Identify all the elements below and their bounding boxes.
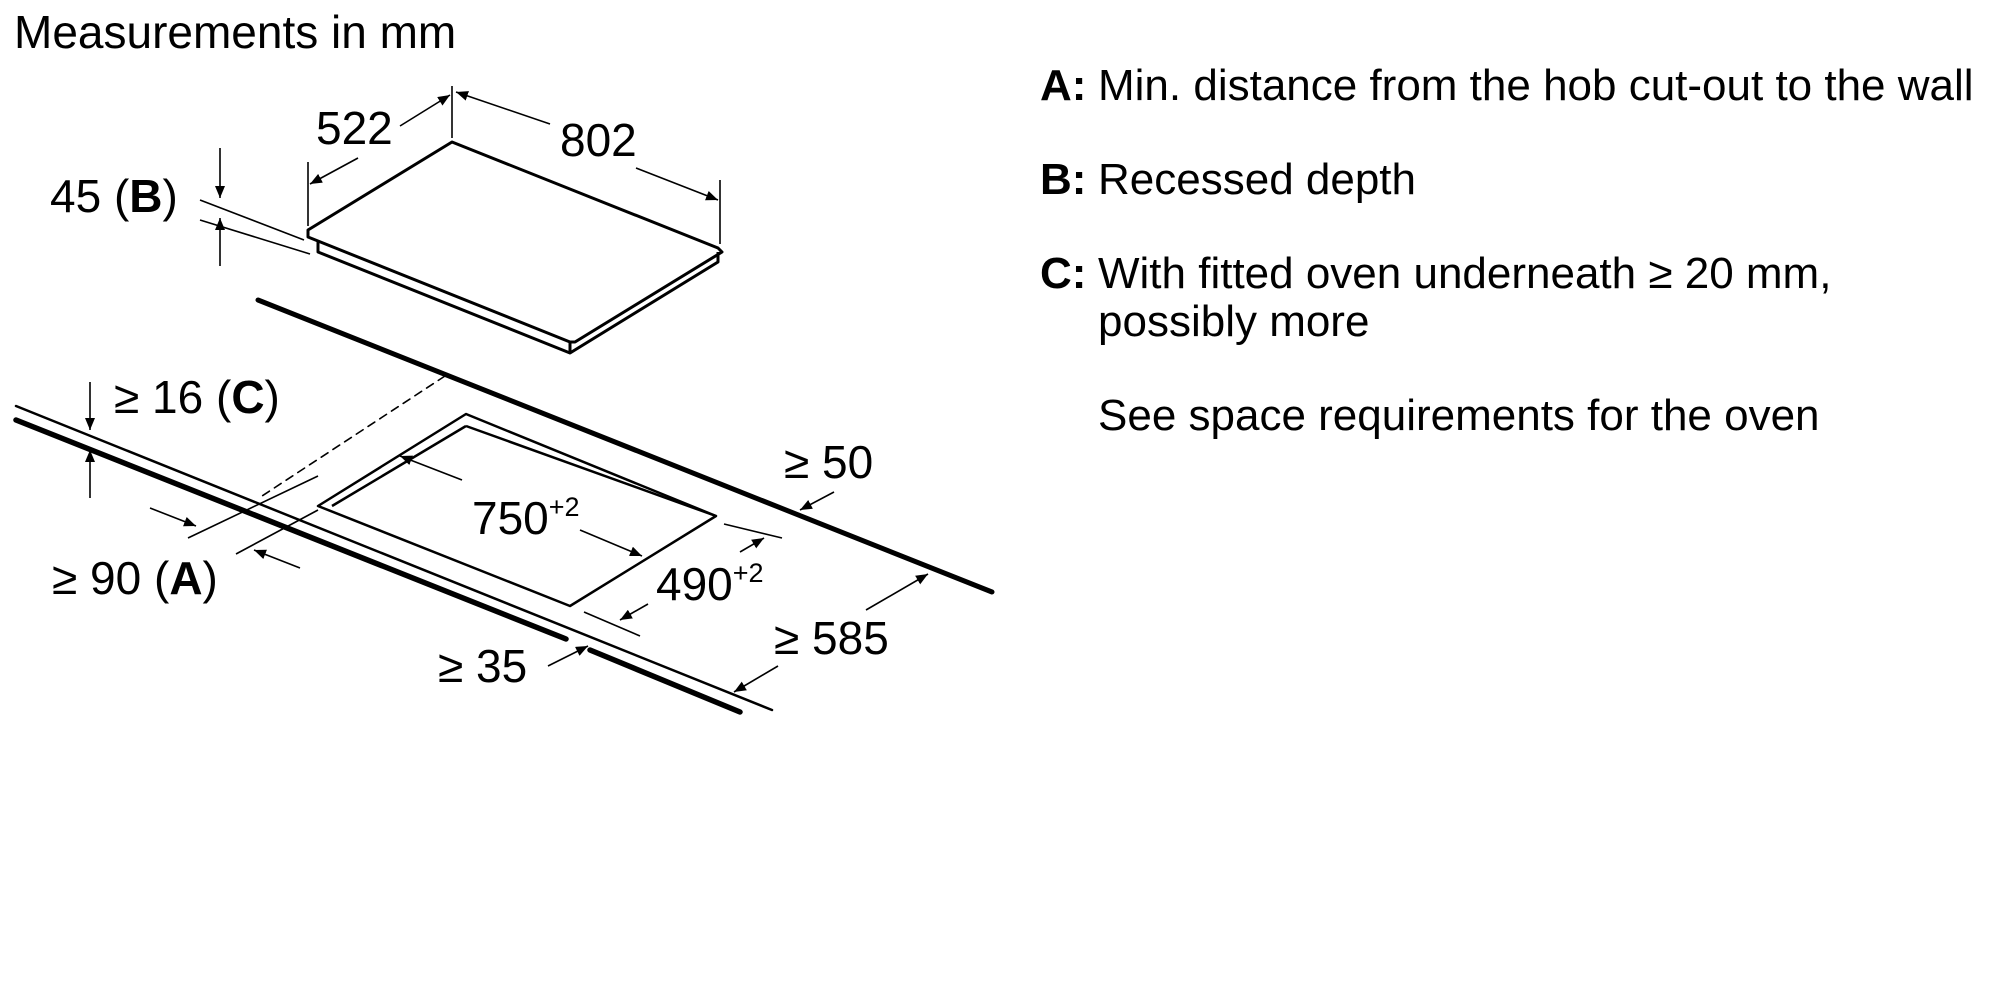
legend-key-b: B:	[1040, 155, 1087, 204]
legend-entry-b: B: Recessed depth	[1040, 156, 1980, 204]
legend-text-b: Recessed depth	[1098, 155, 1416, 204]
dim-depth-label: 522	[316, 102, 393, 154]
dim-recess-label: 45 (B)	[50, 170, 178, 222]
cutout-dimensions	[85, 382, 929, 693]
oven-note: See space requirements for the oven	[1098, 391, 1820, 440]
legend-text-c: With fitted oven underneath ≥ 20 mm, pos…	[1098, 249, 1832, 346]
dim-front-gap-label: ≥ 35	[438, 640, 527, 692]
dim-rear-gap-label: ≥ 50	[784, 436, 873, 488]
legend-entry-c: C: With fitted oven underneath ≥ 20 mm, …	[1040, 250, 1980, 346]
legend-entry-a: A: Min. distance from the hob cut-out to…	[1040, 62, 1980, 110]
page-title: Measurements in mm	[14, 6, 456, 58]
dim-cutout-depth-label: 490+2	[656, 558, 764, 610]
hob	[306, 140, 724, 355]
dim-cutout-width-label: 750+2	[472, 492, 580, 544]
legend-key-c: C:	[1040, 249, 1087, 298]
legend-text-a: Min. distance from the hob cut-out to th…	[1098, 61, 1974, 110]
dim-wall-gap-label: ≥ 90 (A)	[52, 552, 218, 604]
cutout	[316, 412, 718, 608]
dim-width-label: 802	[560, 114, 637, 166]
hob-dimensions	[199, 86, 721, 266]
dim-worktop-depth-label: ≥ 585	[774, 612, 889, 664]
worktop	[13, 297, 995, 715]
legend-key-a: A:	[1040, 61, 1087, 110]
dim-oven-gap-label: ≥ 16 (C)	[114, 371, 280, 423]
legend: A: Min. distance from the hob cut-out to…	[1040, 62, 1980, 440]
